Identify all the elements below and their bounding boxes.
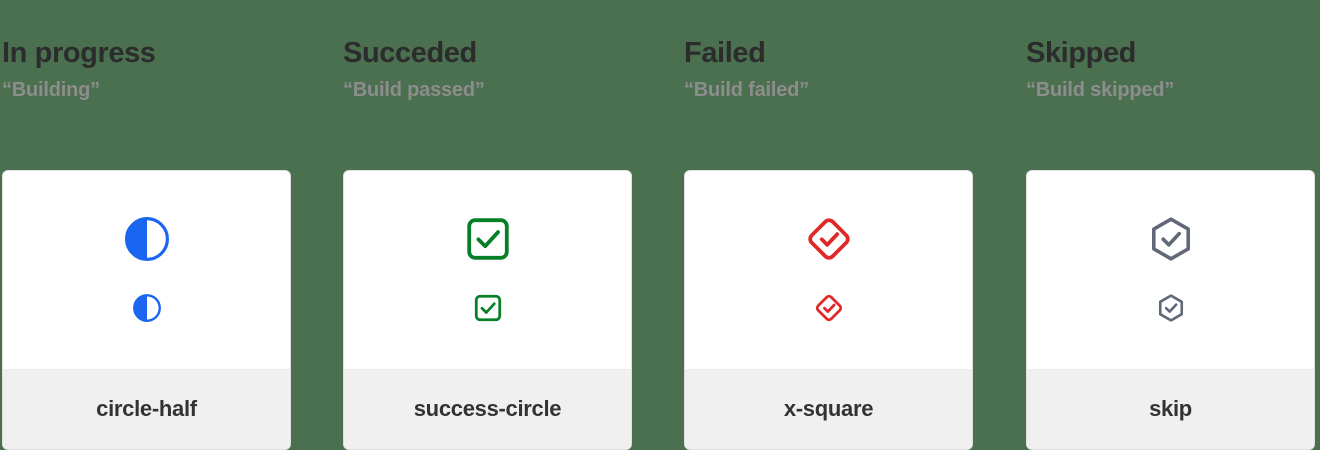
circle-half-icon	[123, 215, 171, 263]
check-diamond-icon	[805, 215, 853, 263]
icon-card-body	[3, 171, 290, 369]
column-subtitle: “Build failed”	[684, 79, 809, 101]
icon-card[interactable]: success-circle	[343, 170, 632, 450]
check-square-icon-small	[473, 293, 503, 323]
icon-card[interactable]: x-square	[684, 170, 973, 450]
status-column-in-progress: In progress “Building”	[2, 0, 293, 450]
column-header: Skipped “Build skipped”	[1026, 36, 1320, 102]
circle-half-icon-small	[132, 293, 162, 323]
icon-card-body	[1027, 171, 1314, 369]
icon-name-label: skip	[1149, 396, 1192, 421]
status-column-skipped: Skipped “Build skipped”	[1026, 0, 1320, 450]
icon-card[interactable]: circle-half	[2, 170, 291, 450]
column-title: Failed	[684, 37, 766, 69]
column-title: In progress	[2, 37, 156, 69]
icon-card-footer: skip	[1027, 369, 1314, 449]
icon-card-footer: success-circle	[344, 369, 631, 449]
column-subtitle: “Build passed”	[343, 79, 485, 101]
column-subtitle: “Build skipped”	[1026, 79, 1175, 101]
icon-name-label: x-square	[783, 396, 874, 421]
check-diamond-icon-small	[814, 293, 844, 323]
status-column-succeded: Succeded “Build passed”	[343, 0, 634, 450]
icon-card-body	[344, 171, 631, 369]
column-title: Skipped	[1026, 37, 1136, 69]
check-hexagon-icon	[1147, 215, 1195, 263]
column-subtitle: “Building”	[2, 79, 100, 101]
icon-card[interactable]: skip	[1026, 170, 1315, 450]
column-header: Succeded “Build passed”	[343, 36, 643, 102]
status-column-failed: Failed “Build failed”	[684, 0, 975, 450]
column-header: In progress “Building”	[2, 36, 302, 102]
column-header: Failed “Build failed”	[684, 36, 984, 102]
icon-card-footer: x-square	[685, 369, 972, 449]
column-title: Succeded	[343, 37, 477, 69]
check-square-icon	[464, 215, 512, 263]
icon-name-label: circle-half	[96, 396, 197, 421]
icon-card-body	[685, 171, 972, 369]
icon-name-label: success-circle	[413, 396, 562, 421]
icon-card-footer: circle-half	[3, 369, 290, 449]
check-hexagon-icon-small	[1156, 293, 1186, 323]
